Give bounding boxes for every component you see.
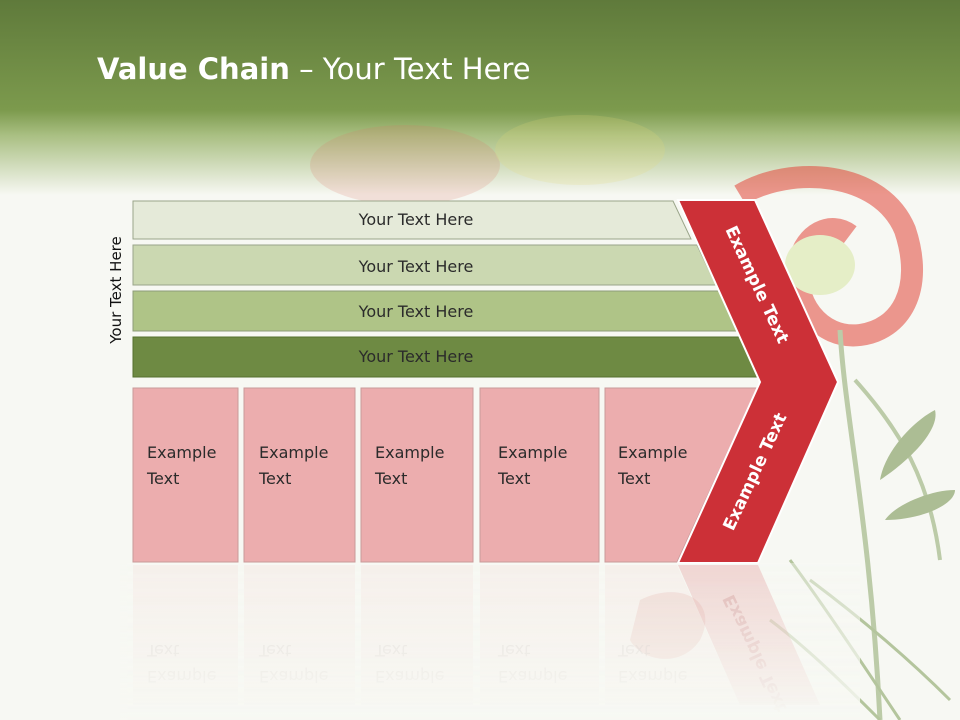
margin-chevron-shape <box>676 199 840 564</box>
title-bold: Value Chain <box>97 52 290 86</box>
activity-box-2-shape <box>243 387 356 563</box>
activity-box-1-shape <box>132 387 239 563</box>
activity-box-5-line1: Example <box>618 443 687 462</box>
activity-box-5[interactable]: Example Text <box>604 387 758 563</box>
support-row-1-shape <box>132 200 692 240</box>
activity-box-1-line1: Example <box>147 443 216 462</box>
activity-box-1-line2: Text <box>146 469 179 488</box>
support-row-1-label: Your Text Here <box>358 210 474 229</box>
activity-box-2-line1: Example <box>259 443 328 462</box>
activity-box-3-line1: Example <box>375 443 444 462</box>
activity-box-4-shape <box>479 387 600 563</box>
activity-box-5-shape <box>604 387 758 563</box>
reflection-fade <box>120 563 860 720</box>
activity-box-1[interactable]: Example Text <box>132 387 239 563</box>
support-row-3-label: Your Text Here <box>358 302 474 321</box>
activity-box-4[interactable]: Example Text <box>479 387 600 563</box>
support-row-3[interactable]: Your Text Here <box>132 290 740 332</box>
support-row-1[interactable]: Your Text Here <box>132 200 692 240</box>
activity-box-4-line1: Example <box>498 443 567 462</box>
activity-box-2-line2: Text <box>258 469 291 488</box>
activity-box-4-line2: Text <box>497 469 530 488</box>
page-title: Value Chain – Your Text Here <box>97 52 531 86</box>
activity-box-3-line2: Text <box>374 469 407 488</box>
support-row-2[interactable]: Your Text Here <box>132 244 717 286</box>
margin-chevron[interactable]: Example Text Example Text <box>676 199 840 564</box>
title-rest: – Your Text Here <box>289 52 531 86</box>
support-row-2-label: Your Text Here <box>358 257 474 276</box>
activity-box-3-shape <box>360 387 474 563</box>
support-row-4[interactable]: Your Text Here <box>132 336 764 378</box>
support-row-4-label: Your Text Here <box>358 347 474 366</box>
activity-box-5-line2: Text <box>617 469 650 488</box>
diagram-reflection: Text Example Text Example Text Example T… <box>120 563 860 720</box>
activity-box-2[interactable]: Example Text <box>243 387 356 563</box>
activity-box-3[interactable]: Example Text <box>360 387 474 563</box>
